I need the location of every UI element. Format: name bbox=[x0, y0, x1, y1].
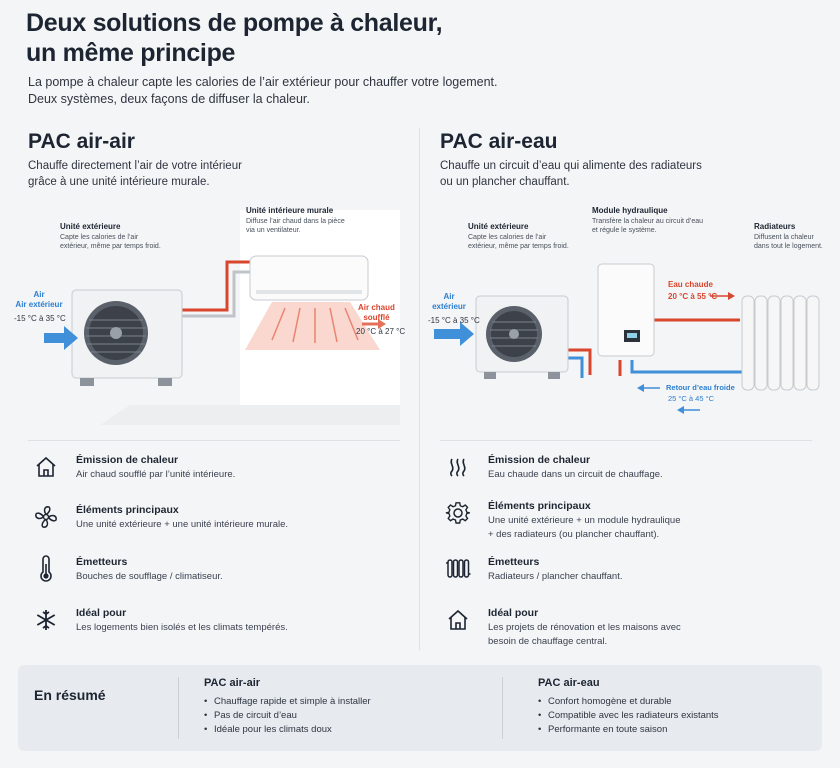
summary-divider bbox=[502, 677, 503, 739]
hot-water-range: 20 °C à 55 °C bbox=[668, 292, 718, 301]
list-item: Confort homogène et durable bbox=[538, 695, 719, 709]
summary-box: En résumé PAC air-air Chauffage rapide e… bbox=[18, 665, 822, 751]
summary-col-air-eau: PAC air-eau Confort homogène et durable … bbox=[538, 677, 719, 737]
outdoor-unit-callout: Unité extérieure Capte les calories de l… bbox=[60, 222, 161, 250]
pac-air-air-title: PAC air-air bbox=[28, 130, 135, 153]
house-icon bbox=[32, 453, 60, 481]
pac-air-eau-title: PAC air-eau bbox=[440, 130, 558, 153]
radiator-icon bbox=[444, 555, 472, 583]
list-item: Chauffage rapide et simple à installer bbox=[204, 695, 371, 709]
summary-divider bbox=[178, 677, 179, 739]
heat-waves-icon bbox=[444, 453, 472, 481]
return-water-range: 25 °C à 45 °C bbox=[668, 394, 715, 403]
return-water-tag: Retour d’eau froide bbox=[666, 383, 735, 392]
outdoor-air-tag: Air Air extérieur bbox=[15, 290, 63, 309]
pac-air-air-subtitle: Chauffe directement l’air de votre intér… bbox=[28, 160, 242, 188]
right-separator bbox=[440, 440, 812, 441]
summary-col-air-air: PAC air-air Chauffage rapide et simple à… bbox=[204, 677, 371, 737]
outdoor-air-range-eau: -15 °C à 35 °C bbox=[428, 316, 480, 325]
outdoor-air-tag-eau: Air extérieur bbox=[432, 292, 466, 311]
thermometer-icon bbox=[32, 555, 60, 583]
hot-air-tag: Air chaud soufflé bbox=[358, 303, 395, 322]
air-eau-diagram bbox=[420, 200, 840, 430]
list-item: Pas de circuit d’eau bbox=[204, 709, 371, 723]
column-divider bbox=[419, 128, 420, 650]
pac-air-eau-subtitle: Chauffe un circuit d’eau qui alimente de… bbox=[440, 160, 702, 188]
page-title: Deux solutions de pompe à chaleur, un mê… bbox=[26, 9, 443, 67]
snowflake-icon bbox=[32, 606, 60, 634]
list-item: Compatible avec les radiateurs existants bbox=[538, 709, 719, 723]
hydraulic-module-callout: Module hydraulique Transfère la chaleur … bbox=[592, 206, 704, 234]
outdoor-air-range: -15 °C à 35 °C bbox=[14, 314, 66, 323]
list-item: Idéale pour les climats doux bbox=[204, 723, 371, 737]
outdoor-unit-callout-eau: Unité extérieure Capte les calories de l… bbox=[468, 222, 569, 250]
left-separator bbox=[28, 440, 400, 441]
list-item: Performante en toute saison bbox=[538, 723, 719, 737]
fan-icon bbox=[32, 503, 60, 531]
hot-air-range: 20 °C à 27 °C bbox=[356, 327, 406, 336]
intro-text: La pompe à chaleur capte les calories de… bbox=[28, 75, 498, 106]
indoor-unit-callout: Unité intérieure murale Diffuse l’air ch… bbox=[246, 206, 345, 234]
radiator-callout: Radiateurs Diffusent la chaleur dans tou… bbox=[754, 222, 823, 250]
air-air-diagram bbox=[0, 200, 410, 430]
gear-icon bbox=[444, 499, 472, 527]
hot-water-tag: Eau chaude bbox=[668, 280, 713, 289]
summary-title: En résumé bbox=[34, 687, 106, 703]
house-icon bbox=[444, 606, 472, 634]
